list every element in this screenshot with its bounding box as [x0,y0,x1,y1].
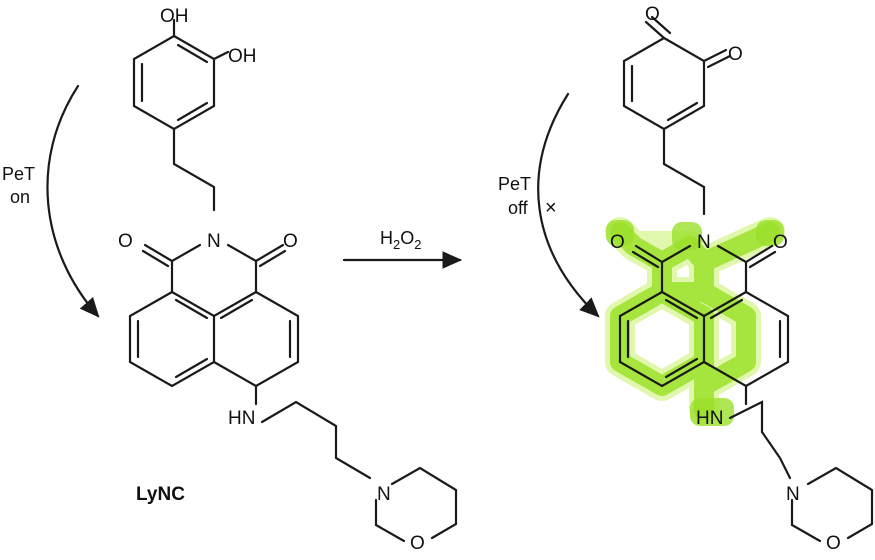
pet-off-label-line2: off [508,198,529,218]
pet-on-label-line2: on [10,187,30,207]
morpholine-ring-right [790,466,874,543]
naphthalene-core-right [618,290,790,388]
morpholine-ring [374,466,458,543]
pet-off-label-line1: PeT [498,174,531,194]
quinone-o1-label: O [645,4,660,25]
hydroxyl-label-top: OH [160,6,189,27]
pet-off-arrow [537,92,600,318]
quinone-ring [622,15,732,131]
amine-chain-right [728,400,792,480]
reagent-label: H2O2 [380,228,421,252]
imide-group [141,243,287,294]
pet-on-label-line1: PeT [2,164,35,184]
imide-o-right-label-right: O [773,232,788,253]
imide-o-left-label: O [118,231,133,252]
imide-o-right-label: O [283,231,298,252]
naphthalene-core [128,290,300,388]
fluorescence-glow [605,217,785,426]
imide-n-label: N [207,231,221,252]
hydroxyl-label-side: OH [228,46,257,67]
amine-chain [260,400,372,480]
catechol-ring [132,18,230,131]
imide-group-right [631,244,777,294]
ethyl-linker-right [662,127,706,216]
amine-label-right: HN [696,408,723,429]
left-molecule: OH OH N O O HN [2,6,458,554]
reaction-arrow-group: H2O2 [342,228,463,269]
quinone-o2-label: O [728,44,743,65]
imide-n-label-right: N [697,232,711,253]
imide-o-left-label-right: O [610,232,625,253]
ethyl-linker [172,127,216,212]
compound-name-label: LyNC [136,484,185,505]
amine-label: HN [228,408,255,429]
pet-on-arrow [46,84,100,318]
morpholine-o-label: O [410,533,425,554]
morpholine-n-label-right: N [786,484,800,505]
morpholine-o-label-right: O [826,533,841,554]
right-molecule: O O N O O HN [498,4,874,554]
morpholine-n-label: N [377,484,391,505]
pet-blocked-mark: × [545,197,557,219]
